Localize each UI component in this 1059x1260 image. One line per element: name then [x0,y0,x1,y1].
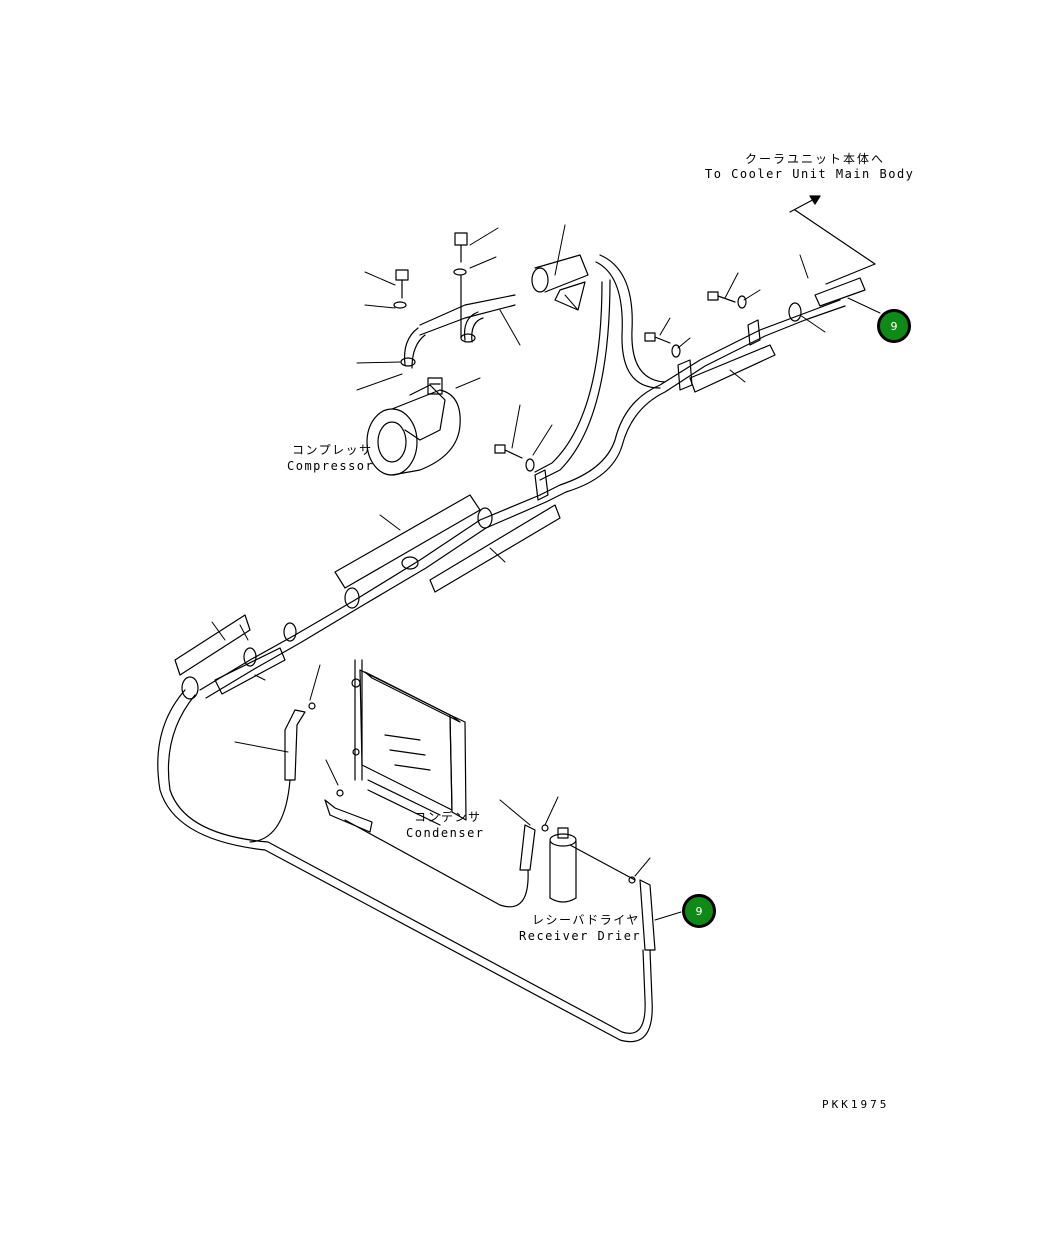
cooler-arrow [789,195,876,285]
condenser-label-en: Condenser [406,826,485,840]
callout-9-cooler[interactable]: 9 [877,309,911,343]
sleeve-plates [174,344,776,695]
receiver-label-en: Receiver Drier [519,929,642,943]
callout-9-receiver[interactable]: 9 [682,894,716,928]
receiver-label-jp: レシーバドライヤ [532,913,640,927]
leader-lines [211,224,881,921]
compressor [366,377,461,476]
condenser-label-jp: コンデンサ [414,810,482,824]
compressor-label-en: Compressor [287,459,375,473]
compressor-fittings [393,232,516,369]
drawing-code: PKK1975 [822,1098,890,1111]
receiver-drier [519,824,656,951]
compressor-label-jp: コンプレッサ [292,443,373,457]
cooler-label-en: To Cooler Unit Main Body [705,167,915,181]
hose-cooler-side [534,254,846,503]
clamps [181,254,866,700]
bolts-washers [494,291,747,472]
cooler-label-jp: クーラユニット本体へ [745,152,886,166]
hose-lower-loop [157,689,653,1043]
hose-main-diagonal [199,494,547,699]
condenser-fittings [284,702,373,833]
condenser [351,659,467,826]
